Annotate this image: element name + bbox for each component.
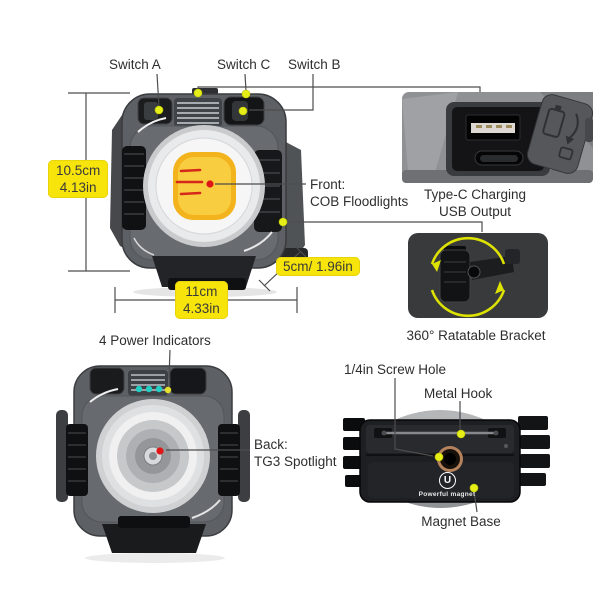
usb-a-port	[465, 114, 521, 141]
back-spotlight-label: Back: TG3 Spotlight	[254, 436, 337, 470]
typec-caption-line2: USB Output	[438, 204, 512, 219]
front-cob-label: Front: COB Floodlights	[310, 176, 408, 210]
width-dimension-cm: 11cm	[185, 284, 218, 299]
leader-lines	[156, 73, 483, 513]
rotatable-bracket-photo	[408, 233, 548, 318]
front-cob-label-line2: COB Floodlights	[310, 194, 409, 209]
front-cob-label-line1: Front:	[310, 177, 346, 192]
power-indicator-leds	[135, 385, 172, 394]
power-indicators-label: 4 Power Indicators	[99, 333, 211, 348]
height-dimension-in: 4.13in	[59, 180, 97, 195]
laser-beam-icon	[175, 168, 204, 196]
red-marker-dots	[156, 180, 214, 455]
height-dimension-cm: 10.5cm	[56, 163, 101, 178]
typec-caption-line1: Type-C Charging	[423, 187, 527, 202]
switch-b-label: Switch B	[288, 57, 341, 72]
back-spotlight-label-line1: Back:	[254, 437, 288, 452]
powerful-magnet-text: Powerful magnet	[418, 491, 476, 498]
cob-floodlight-panel	[173, 152, 236, 220]
height-dimension-label: 10.5cm 4.13in	[48, 160, 109, 198]
back-spotlight-label-line2: TG3 Spotlight	[254, 454, 337, 469]
rotation-arrows-icon	[430, 236, 506, 318]
port-rubber-flap	[526, 94, 594, 174]
yellow-marker-dots	[154, 88, 479, 493]
bracket-caption: 360° Ratatable Bracket	[406, 328, 546, 343]
metal-hook	[381, 430, 499, 436]
magnet-base-label: Magnet Base	[421, 514, 501, 529]
width-dimension-in: 4.33in	[183, 301, 220, 316]
typec-caption: Type-C Charging USB Output	[395, 186, 555, 220]
depth-dimension-label: 5cm/ 1.96in	[276, 257, 360, 276]
width-dimension-label: 11cm 4.33in	[175, 281, 228, 319]
back-view-photo	[56, 365, 250, 563]
brand-logo-icon: U	[439, 472, 456, 489]
typec-port-photo	[402, 92, 594, 183]
metal-hook-label: Metal Hook	[424, 386, 493, 401]
screw-hole-label: 1/4in Screw Hole	[344, 362, 447, 377]
tg3-spotlight-lens	[96, 399, 210, 513]
switch-a-label: Switch A	[109, 57, 161, 72]
switch-c-label: Switch C	[217, 57, 271, 72]
quarter-inch-screw-hole	[437, 446, 463, 472]
usb-c-port	[474, 150, 524, 166]
